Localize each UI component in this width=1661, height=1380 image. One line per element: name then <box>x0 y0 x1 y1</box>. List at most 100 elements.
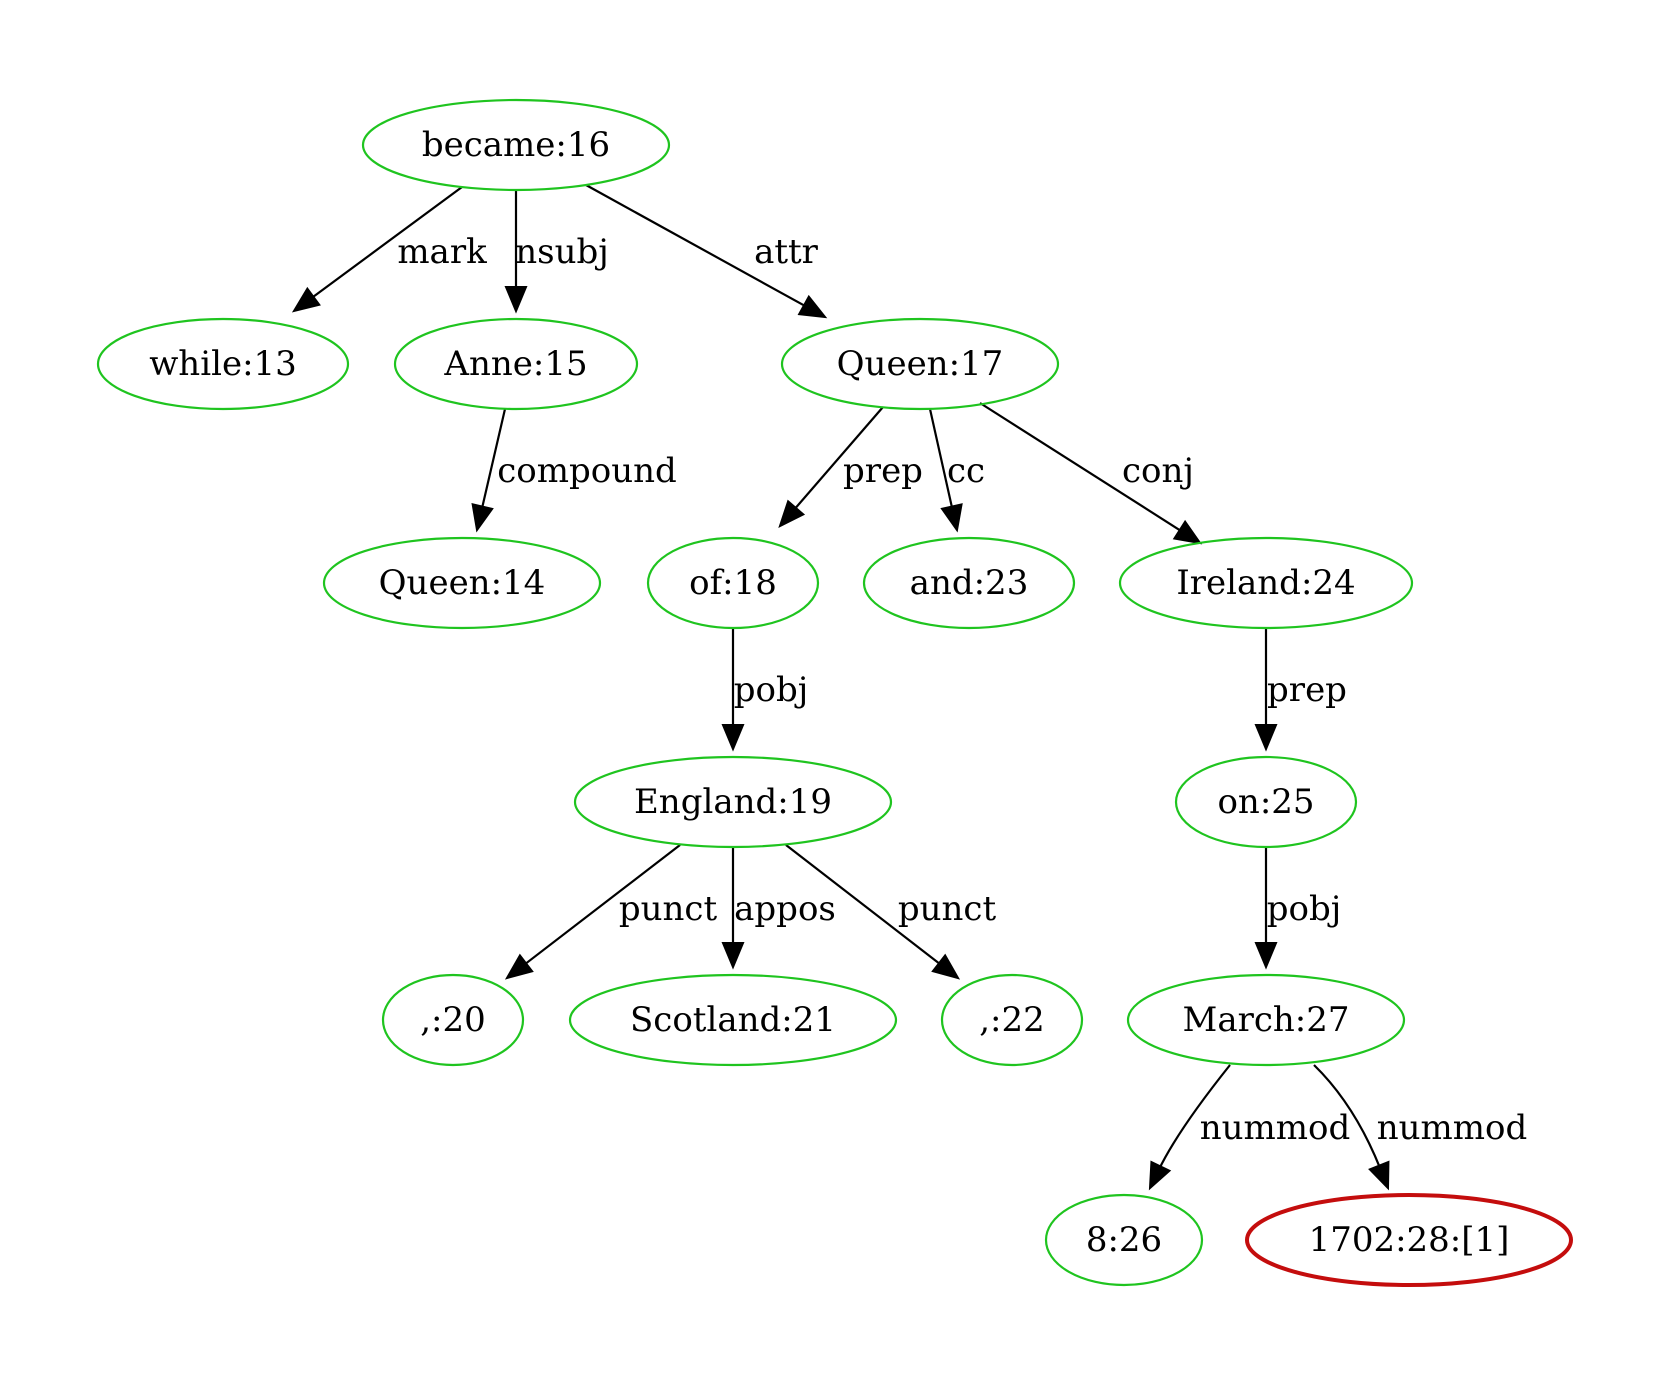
node-label: Anne:15 <box>443 344 587 384</box>
edge-england19-comma20: punct <box>504 844 718 980</box>
edge-line <box>522 844 681 967</box>
edge-line <box>979 402 1184 534</box>
arrowhead-icon <box>1172 519 1203 545</box>
edge-line <box>928 408 954 511</box>
arrowhead-icon <box>778 499 806 528</box>
edge-queen17-of18: prep <box>778 406 923 528</box>
node-ellipse <box>780 317 1060 411</box>
edge-line <box>309 186 463 301</box>
edge-anne15-queen14: compound <box>471 408 677 533</box>
node-label: became:16 <box>422 125 610 165</box>
nodes-layer: became:16 while:13 Anne:15 Queen:17Queen:14… <box>96 98 1573 1287</box>
edge-label: nummod <box>1200 1108 1351 1148</box>
node-comma20: ,:20 <box>381 973 525 1067</box>
arrowhead-icon <box>504 286 528 314</box>
edge-england19-scotland21: appos <box>721 847 836 970</box>
node-of18: of:18 <box>646 536 820 630</box>
node-ellipse <box>361 98 671 192</box>
node-ellipse <box>862 536 1076 630</box>
node-ellipse <box>393 317 639 411</box>
edge-queen17-ireland24: conj <box>979 402 1203 545</box>
node-label: of:18 <box>689 563 777 603</box>
edge-line <box>585 184 809 309</box>
edge-label: prep <box>843 451 923 491</box>
arrowhead-icon <box>931 953 961 980</box>
edge-label: nummod <box>1377 1108 1528 1148</box>
node-n1702_28: 1702:28:[1] <box>1245 1193 1573 1287</box>
edge-became16-while13: mark <box>291 186 487 313</box>
arrowhead-icon <box>797 294 828 319</box>
node-ireland24: Ireland:24 <box>1118 536 1414 630</box>
edge-line <box>480 408 507 511</box>
node-label: March:27 <box>1183 1000 1350 1040</box>
node-label: 8:26 <box>1086 1220 1162 1260</box>
arrowhead-icon <box>1148 1160 1172 1191</box>
edge-march27-n1702_28: nummod <box>1313 1064 1528 1191</box>
edge-label: appos <box>734 889 836 929</box>
edge-ireland24-on25: prep <box>1254 628 1347 752</box>
arrowhead-icon <box>1254 942 1278 970</box>
node-ellipse <box>1126 973 1406 1067</box>
arrowhead-icon <box>721 942 745 970</box>
node-label: on:25 <box>1217 782 1314 822</box>
edge-march27-n8_26: nummod <box>1148 1064 1351 1191</box>
arrowhead-icon <box>291 286 321 313</box>
node-label: 1702:28:[1] <box>1309 1220 1510 1260</box>
edge-label: compound <box>497 451 677 491</box>
node-ellipse <box>96 317 350 411</box>
arrowhead-icon <box>471 503 494 533</box>
edge-queen17-and23: cc <box>928 408 985 533</box>
highlighted-node-ellipse <box>1245 1193 1573 1287</box>
arrowhead-icon <box>1254 724 1278 752</box>
node-ellipse <box>646 536 820 630</box>
edge-england19-comma22: punct <box>785 844 997 980</box>
node-ellipse <box>381 973 525 1067</box>
node-ellipse <box>573 755 893 849</box>
node-anne15: Anne:15 <box>393 317 639 411</box>
edge-label: punct <box>898 889 997 929</box>
node-and23: and:23 <box>862 536 1076 630</box>
edge-on25-march27: pobj <box>1254 847 1342 970</box>
node-queen17: Queen:17 <box>780 317 1060 411</box>
edge-became16-anne15: nsubj <box>504 190 609 314</box>
node-label: while:13 <box>149 344 297 384</box>
arrowhead-icon <box>1368 1160 1390 1191</box>
edge-label: punct <box>619 889 718 929</box>
node-label: Queen:14 <box>379 563 546 603</box>
edge-line <box>792 406 884 512</box>
node-ellipse <box>1174 755 1358 849</box>
node-label: England:19 <box>634 782 832 822</box>
node-while13: while:13 <box>96 317 350 411</box>
edge-line <box>1313 1064 1382 1170</box>
node-queen14: Queen:14 <box>322 536 602 630</box>
node-ellipse <box>940 973 1084 1067</box>
node-label: Ireland:24 <box>1176 563 1355 603</box>
node-ellipse <box>1044 1193 1204 1287</box>
node-ellipse <box>322 536 602 630</box>
node-comma22: ,:22 <box>940 973 1084 1067</box>
node-n8_26: 8:26 <box>1044 1193 1204 1287</box>
node-became16: became:16 <box>361 98 671 192</box>
edge-label: pobj <box>734 670 809 710</box>
edge-line <box>1157 1064 1231 1171</box>
node-scotland21: Scotland:21 <box>568 973 898 1067</box>
node-label: and:23 <box>910 563 1029 603</box>
node-label: Queen:17 <box>837 344 1004 384</box>
edge-label: prep <box>1267 670 1347 710</box>
node-ellipse <box>1118 536 1414 630</box>
edge-label: conj <box>1122 451 1194 491</box>
edge-label: pobj <box>1267 889 1342 929</box>
arrowhead-icon <box>940 503 963 533</box>
edge-label: cc <box>947 451 985 491</box>
edge-label: nsubj <box>515 232 609 272</box>
node-march27: March:27 <box>1126 973 1406 1067</box>
arrowhead-icon <box>721 724 745 752</box>
node-on25: on:25 <box>1174 755 1358 849</box>
edge-line <box>785 844 943 967</box>
node-england19: England:19 <box>573 755 893 849</box>
node-ellipse <box>568 973 898 1067</box>
node-label: Scotland:21 <box>630 1000 836 1040</box>
edge-label: mark <box>397 232 487 272</box>
